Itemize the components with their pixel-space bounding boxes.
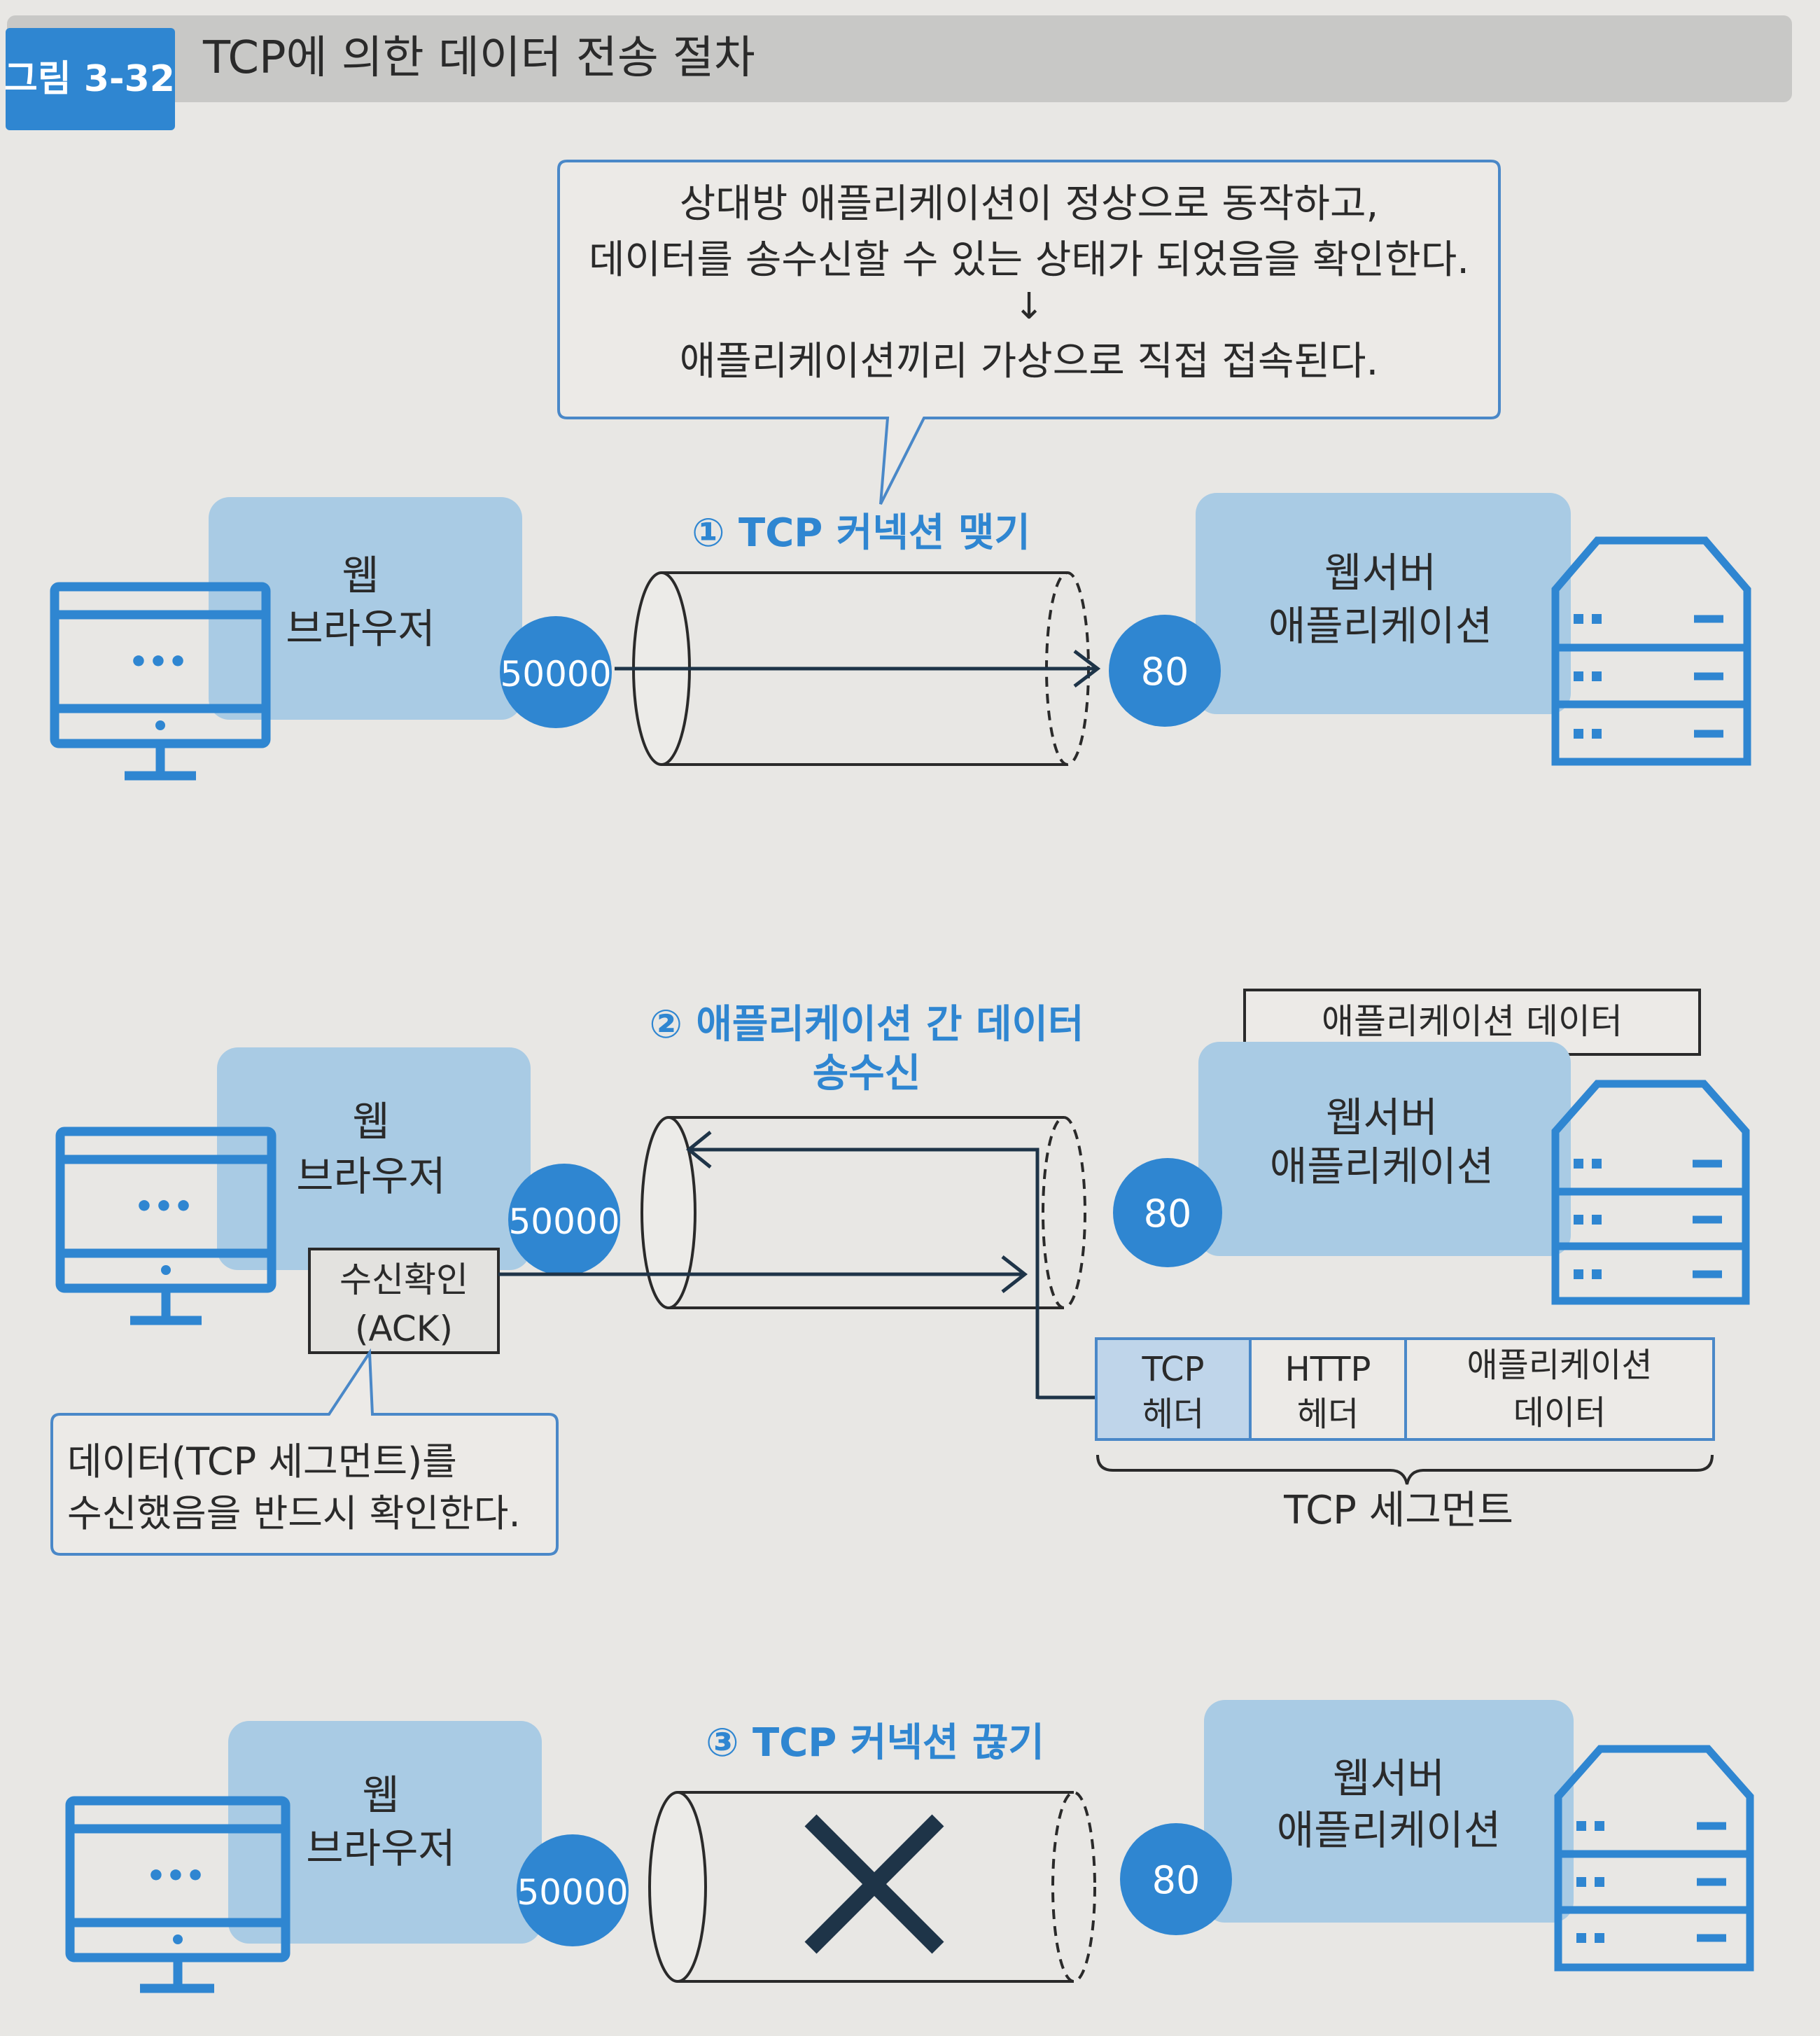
client-label-line-2: 브라우저	[306, 1825, 455, 1872]
monitor-screen-dots: •••	[129, 644, 188, 680]
data-arrow-server-to-client	[686, 1131, 1040, 1399]
server-panel	[1196, 493, 1571, 714]
callout-box	[557, 160, 1501, 505]
callout-down-arrow: ↓	[1014, 286, 1044, 328]
client-port: 50000	[517, 1872, 628, 1913]
client-panel	[228, 1721, 542, 1944]
ack-box	[308, 1248, 500, 1354]
tcp-tunnel	[640, 1116, 1086, 1309]
callout-ack-line-1: 데이터(TCP 세그먼트)를	[67, 1439, 457, 1484]
server-panel	[1198, 1042, 1571, 1256]
server-label-line-1: 웹서버	[1326, 1094, 1438, 1141]
client-label-line-1: 웹	[362, 1771, 399, 1819]
segment-app-data-cell	[1404, 1337, 1715, 1441]
ack-label-line-1: 수신확인	[340, 1260, 468, 1300]
server-rack-icon	[1551, 1080, 1750, 1305]
callout-line-2: 데이터를 송수신할 수 있는 상태가 되었음을 확인한다.	[589, 237, 1469, 283]
server-rack-leds	[1576, 1821, 1604, 1943]
server-rack-leds	[1574, 614, 1602, 739]
figure-title-bar	[7, 15, 1792, 102]
client-label-line-2: 브라우저	[296, 1152, 445, 1200]
figure-title: TCP에 의한 데이터 전송 절차	[202, 32, 755, 84]
server-port-badge	[1109, 615, 1221, 727]
server-label-line-1: 웹서버	[1333, 1755, 1445, 1802]
server-port: 80	[1141, 650, 1189, 694]
tcp-segment: TCP 헤더 HTTP 헤더 애플리케이션 데이터 TCP 세그먼트	[1095, 1337, 1715, 1533]
server-port-badge	[1113, 1158, 1222, 1267]
segment-brace	[1096, 1454, 1714, 1485]
segment-http-header-line-2: 헤더	[1297, 1395, 1359, 1434]
callout-connection-established: 상대방 애플리케이션이 정상으로 동작하고, 데이터를 송수신할 수 있는 상태…	[557, 160, 1501, 505]
server-panel	[1204, 1700, 1574, 1923]
client-port: 50000	[508, 1201, 620, 1242]
ack-label-line-2: (ACK)	[355, 1309, 453, 1349]
step-2-transfer: ② 애플리케이션 간 데이터 송수신 ••• 웹 브라우저 50000 수신확인…	[50, 989, 1750, 1556]
server-port: 80	[1144, 1192, 1192, 1236]
server-rack-icon	[1551, 536, 1751, 766]
monitor-screen-dots: •••	[134, 1189, 193, 1225]
callout-line-3: 애플리케이션끼리 가상으로 직접 접속된다.	[680, 339, 1379, 384]
step-1-label: ① TCP 커넥션 맺기	[692, 510, 1030, 556]
segment-http-header-line-1: HTTP	[1285, 1350, 1371, 1389]
callout-ack: 데이터(TCP 세그먼트)를 수신했음을 반드시 확인한다.	[50, 1348, 559, 1556]
monitor-power-dot	[161, 1265, 171, 1275]
client-port-badge	[517, 1834, 629, 1946]
client-port: 50000	[500, 654, 611, 695]
segment-tcp-header-line-1: TCP	[1142, 1350, 1205, 1389]
step-3-label: ③ TCP 커넥션 끊기	[706, 1720, 1044, 1766]
monitor-power-dot	[173, 1934, 183, 1944]
segment-brace-label: TCP 세그먼트	[1283, 1488, 1513, 1533]
callout-ack-box	[50, 1348, 559, 1556]
figure-number-badge	[6, 28, 175, 130]
client-label-line-1: 웹	[342, 552, 379, 599]
monitor-icon	[65, 1796, 290, 1993]
client-port-badge	[500, 616, 612, 728]
monitor-power-dot	[155, 720, 165, 730]
client-label-line-2: 브라우저	[286, 605, 435, 653]
figure-header: 그림 3-32 TCP에 의한 데이터 전송 절차	[4, 15, 1792, 130]
server-rack-leds	[1574, 1159, 1602, 1279]
segment-app-data-line-1: 애플리케이션	[1467, 1346, 1653, 1385]
tcp-tunnel	[648, 1791, 1096, 1983]
monitor-screen-dots: •••	[146, 1858, 205, 1894]
disconnect-x-icon	[804, 1814, 944, 1954]
monitor-icon	[55, 1127, 276, 1325]
server-label-line-2: 애플리케이션	[1277, 1806, 1501, 1854]
server-label-line-1: 웹서버	[1324, 549, 1436, 597]
application-data-label: 애플리케이션 데이터	[1322, 1001, 1623, 1042]
figure-number: 그림 3-32	[4, 58, 175, 100]
client-panel	[209, 497, 522, 720]
segment-app-data-line-2: 데이터	[1513, 1393, 1606, 1432]
server-port: 80	[1152, 1858, 1200, 1902]
server-label-line-2: 애플리케이션	[1268, 602, 1492, 650]
segment-tcp-header-line-2: 헤더	[1142, 1395, 1204, 1434]
step-2-label-line-2: 송수신	[813, 1051, 921, 1096]
syn-arrow	[615, 650, 1101, 688]
callout-ack-line-2: 수신했음을 반드시 확인한다.	[67, 1491, 521, 1535]
server-rack-icon	[1554, 1745, 1754, 1972]
server-port-badge	[1120, 1823, 1232, 1935]
server-label-line-2: 애플리케이션	[1270, 1143, 1494, 1190]
client-panel	[217, 1047, 531, 1270]
step-2-label-line-1: ② 애플리케이션 간 데이터	[649, 1002, 1084, 1047]
step-1-connect: ① TCP 커넥션 맺기 ••• 웹 브라우저 50000 80	[50, 493, 1751, 781]
ack-arrow-client-to-server	[498, 1255, 1028, 1293]
client-port-badge	[508, 1164, 620, 1276]
client-label-line-1: 웹	[352, 1098, 389, 1145]
callout-line-1: 상대방 애플리케이션이 정상으로 동작하고,	[680, 181, 1379, 227]
monitor-icon	[50, 582, 271, 781]
step-3-disconnect: ③ TCP 커넥션 끊기 ••• 웹 브라우저 50000 80	[65, 1700, 1754, 1993]
